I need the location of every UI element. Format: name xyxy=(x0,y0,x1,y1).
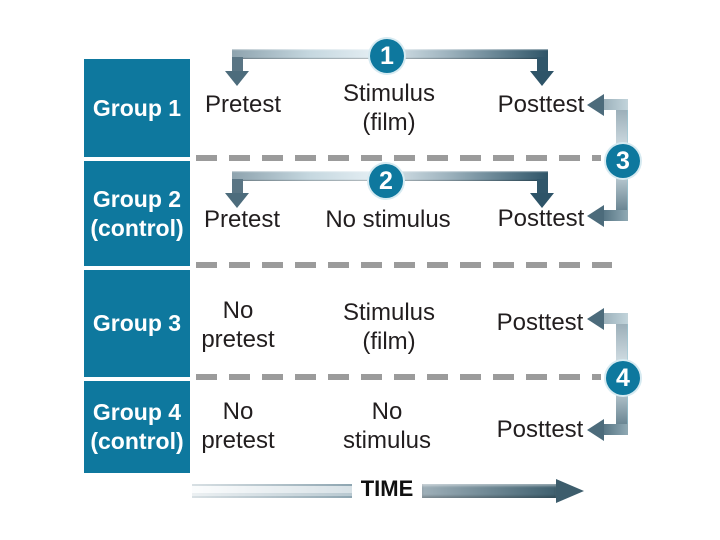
arrow-down-stem xyxy=(537,57,548,73)
bracket4-top-arm xyxy=(604,313,628,324)
group2-posttest-cell: Posttest xyxy=(497,205,585,232)
arrow-down-icon xyxy=(225,71,249,86)
dashed-separator-2 xyxy=(196,262,612,268)
group3-box: Group 3 xyxy=(84,270,190,377)
arrow-left-icon xyxy=(587,308,604,330)
group4-sublabel: (control) xyxy=(90,428,184,454)
marker-4-badge: 4 xyxy=(604,359,642,397)
arrow-left-icon xyxy=(587,205,604,227)
group1-posttest-cell: Posttest xyxy=(497,91,585,118)
group4-label: Group 4 xyxy=(92,399,182,425)
group2-box: Group 2 (control) xyxy=(84,161,190,266)
group4-posttest-cell: Posttest xyxy=(496,416,584,443)
arrow-down-stem xyxy=(537,179,548,195)
group1-box: Group 1 xyxy=(84,59,190,157)
group3-stimulus-cell: Stimulus(film) xyxy=(342,299,436,355)
arrow-left-icon xyxy=(587,94,604,116)
group1-label: Group 1 xyxy=(92,94,182,121)
group2-label: Group 2 xyxy=(92,185,182,212)
group4-box: Group 4 (control) xyxy=(84,381,190,473)
bracket4-bottom-arm xyxy=(604,424,628,435)
group2-stimulus-cell: No stimulus xyxy=(325,206,451,233)
arrow-down-stem xyxy=(232,179,243,195)
arrow-right-icon xyxy=(556,479,584,503)
group2-pretest-cell: Pretest xyxy=(203,206,281,233)
arrow-down-icon xyxy=(225,193,249,208)
time-axis-label: TIME xyxy=(360,476,414,501)
time-axis-right-bar xyxy=(422,484,556,498)
marker-3-badge: 3 xyxy=(604,142,642,180)
arrow-down-icon xyxy=(530,193,554,208)
arrow-down-icon xyxy=(530,71,554,86)
time-axis-left-bar xyxy=(192,484,352,498)
group1-stimulus-cell: Stimulus(film) xyxy=(342,80,436,136)
group3-posttest-cell: Posttest xyxy=(496,309,584,336)
group3-label: Group 3 xyxy=(92,310,182,336)
dashed-separator-1 xyxy=(196,155,601,161)
arrow-down-stem xyxy=(232,57,243,73)
marker-1-badge: 1 xyxy=(368,37,406,75)
group2-sublabel: (control) xyxy=(90,214,184,241)
bracket3-bottom-arm xyxy=(604,210,628,221)
dashed-separator-3 xyxy=(196,374,601,380)
bracket3-top-arm xyxy=(604,99,628,110)
marker-2-badge: 2 xyxy=(367,162,405,200)
arrow-left-icon xyxy=(587,419,604,441)
group1-pretest-cell: Pretest xyxy=(204,91,282,118)
